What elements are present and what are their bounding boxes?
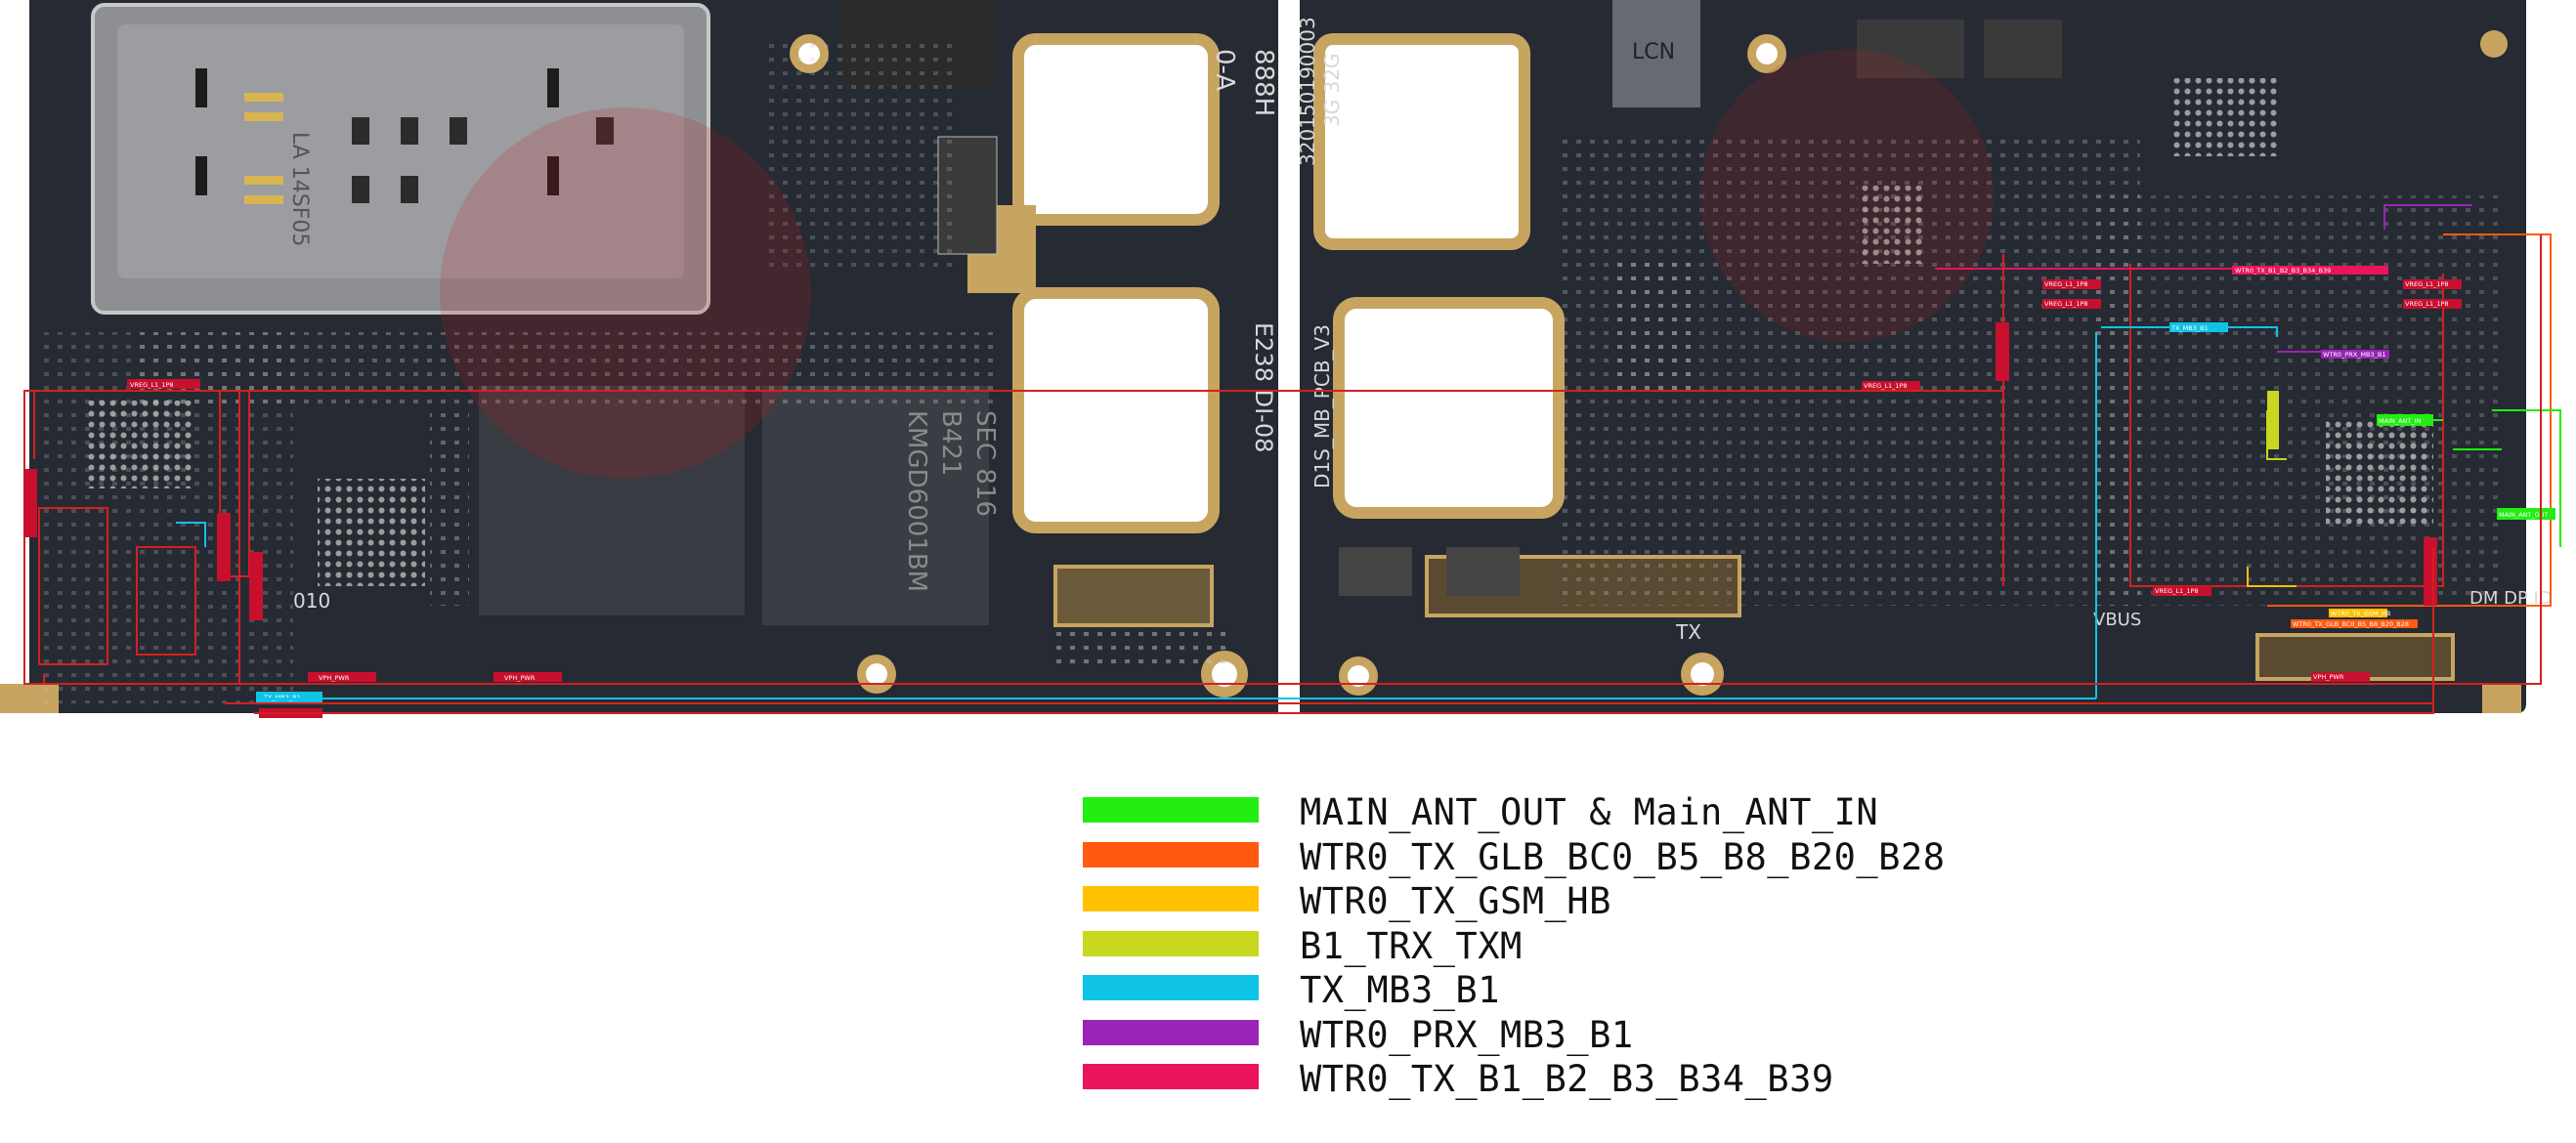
svg-text:E238 DI-08: E238 DI-08 xyxy=(1250,322,1277,452)
right-board-half: 320150190003 3G 32G D1S_MB_PCB_V3 LCN TX… xyxy=(1296,0,2561,713)
tag-vreg-l1-1p8: VREG_L1_1P8 xyxy=(130,381,174,389)
legend-swatch xyxy=(1083,1064,1259,1089)
svg-text:010: 010 xyxy=(293,589,330,613)
svg-text:B421: B421 xyxy=(936,410,966,476)
legend-item: B1_TRX_TXM xyxy=(1083,924,2255,972)
legend-swatch xyxy=(1083,930,1259,956)
tag-vreg-r3: VREG_L1_1P8 xyxy=(1864,382,1908,390)
tag-wtr0-tx-gsm-hb: WTR0_TX_GSM_HB xyxy=(2331,610,2390,617)
legend-label: WTR0_TX_GSM_HB xyxy=(1300,880,1611,922)
tag-vreg-r6: VREG_L1_1P8 xyxy=(2155,587,2199,595)
tag-wtr0-tx-glb: WTR0_TX_GLB_BC0_B5_B8_B20_B28 xyxy=(2293,620,2409,628)
emmc-chip xyxy=(479,386,745,615)
legend-label: WTR0_PRX_MB3_B1 xyxy=(1300,1013,1634,1056)
memory-chip xyxy=(762,386,989,625)
svg-text:VBUS: VBUS xyxy=(2093,610,2141,630)
tag-vreg-r1: VREG_L1_1P8 xyxy=(2044,280,2088,288)
tag-main-ant-out: MAIN_ANT_OUT xyxy=(2499,511,2548,519)
legend-swatch xyxy=(1083,886,1259,911)
pcb-board-image: LA 14SF05 SEC 816 B421 KMGD6001BM 0-A 88… xyxy=(0,0,2561,718)
legend-item: MAIN_ANT_OUT & Main_ANT_IN xyxy=(1083,791,2255,838)
svg-text:DM DP ID: DM DP ID xyxy=(2469,588,2553,609)
legend-item: WTR0_TX_B1_B2_B3_B34_B39 xyxy=(1083,1058,2255,1105)
legend-item: WTR0_TX_GSM_HB xyxy=(1083,880,2255,927)
legend-swatch xyxy=(1083,841,1259,868)
left-board-half: LA 14SF05 SEC 816 B421 KMGD6001BM 0-A 88… xyxy=(0,0,1278,718)
legend-label: WTR0_TX_GLB_BC0_B5_B8_B20_B28 xyxy=(1300,835,1946,878)
legend-item: TX_MB3_B1 xyxy=(1083,969,2255,1016)
tag-wtr0-tx-b1: WTR0_TX_B1_B2_B3_B34_B39 xyxy=(2235,267,2331,275)
svg-text:LA 14SF05: LA 14SF05 xyxy=(287,132,312,246)
svg-text:SEC 816: SEC 816 xyxy=(970,410,1000,517)
legend-label: WTR0_TX_B1_B2_B3_B34_B39 xyxy=(1300,1058,1834,1100)
sim-card-tray: LA 14SF05 xyxy=(91,3,710,315)
tag-main-ant-in: MAIN_ANT_IN xyxy=(2379,417,2422,425)
legend-item: WTR0_PRX_MB3_B1 xyxy=(1083,1013,2255,1061)
legend-label: TX_MB3_B1 xyxy=(1300,969,1500,1011)
svg-text:KMGD6001BM: KMGD6001BM xyxy=(902,410,931,592)
svg-text:D1S_MB_PCB_V3: D1S_MB_PCB_V3 xyxy=(1310,324,1334,488)
svg-text:3G 32G: 3G 32G xyxy=(1320,53,1344,127)
tag-vph-pwr: VPH_PWR xyxy=(319,674,350,682)
tag-vph-pwr-right: VPH_PWR xyxy=(2313,673,2344,681)
legend-swatch xyxy=(1083,797,1259,823)
tag-vreg-r5: VREG_L1_1P8 xyxy=(2405,300,2449,308)
svg-text:888H: 888H xyxy=(1249,49,1278,116)
svg-text:320150190003: 320150190003 xyxy=(1296,17,1319,166)
tag-vph-pwr-2: VPH_PWR xyxy=(504,674,536,682)
svg-text:0-A: 0-A xyxy=(1210,49,1239,91)
legend-item: WTR0_TX_GLB_BC0_B5_B8_B20_B28 xyxy=(1083,835,2255,883)
legend-swatch xyxy=(1083,1019,1259,1045)
cross-board-traces xyxy=(33,234,2542,714)
tag-vreg-r2: VREG_L1_1P8 xyxy=(2044,300,2088,308)
legend-swatch xyxy=(1083,975,1259,1000)
legend-label: B1_TRX_TXM xyxy=(1300,924,1523,967)
tag-wtr0-prx: WTR0_PRX_MB3_B1 xyxy=(2323,351,2386,359)
svg-text:LCN: LCN xyxy=(1632,40,1675,64)
svg-text:TX: TX xyxy=(1675,620,1701,644)
tag-vreg-r4: VREG_L1_1P8 xyxy=(2405,280,2449,288)
tag-tx-mb3-b1-right: TX_MB3_B1 xyxy=(2170,324,2209,332)
legend-label: MAIN_ANT_OUT & Main_ANT_IN xyxy=(1300,791,1879,833)
